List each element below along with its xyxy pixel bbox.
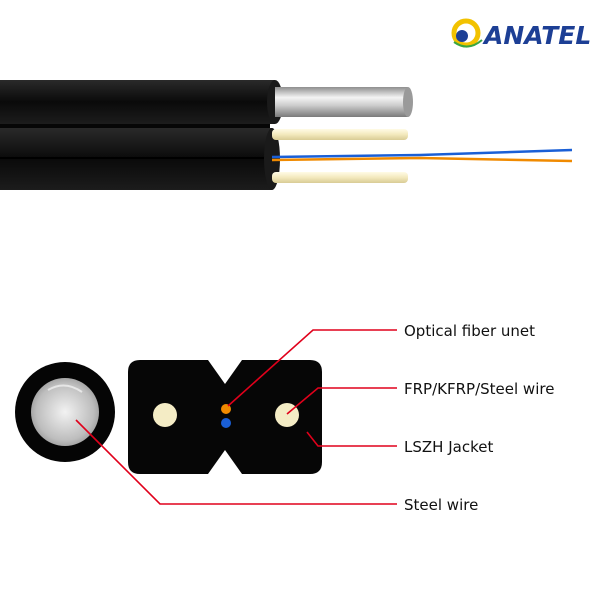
steel-messenger-wire xyxy=(275,87,408,117)
steel-wire-end xyxy=(403,87,413,117)
strength-rod-lower xyxy=(272,172,408,183)
strength-member-left xyxy=(153,403,177,427)
leader-lines xyxy=(75,329,397,505)
label-jacket: LSZH Jacket xyxy=(404,438,493,456)
notch-bottom xyxy=(208,450,242,474)
cable-neck xyxy=(0,124,270,130)
leader-optical-fiber xyxy=(227,329,397,407)
steel-core-highlight xyxy=(47,384,83,393)
leader-frp xyxy=(286,387,397,415)
messenger-steel-core xyxy=(31,378,99,446)
leader-jacket xyxy=(306,431,397,447)
leader-steel xyxy=(75,419,397,505)
fiber-blue-dot xyxy=(221,418,231,428)
drop-cable-cross-jacket xyxy=(128,360,322,474)
logo-swoosh xyxy=(453,39,483,48)
label-optical-fiber: Optical fiber unet xyxy=(404,322,535,340)
notch-top xyxy=(208,360,242,384)
label-frp: FRP/KFRP/Steel wire xyxy=(404,380,554,398)
logo-ring xyxy=(451,18,481,48)
cable-cross-section xyxy=(15,360,322,474)
messenger-jacket xyxy=(0,80,275,124)
logo-text: ANATEL xyxy=(482,21,591,50)
cable-side-view xyxy=(0,80,573,190)
logo-dot xyxy=(456,30,468,42)
strength-rod-upper xyxy=(272,129,408,140)
callout-labels: Optical fiber unet FRP/KFRP/Steel wire L… xyxy=(404,322,554,514)
fiber-orange xyxy=(271,156,573,163)
fiber-blue xyxy=(271,148,573,159)
anatel-logo: ANATEL xyxy=(451,18,591,50)
label-steel: Steel wire xyxy=(404,496,478,514)
